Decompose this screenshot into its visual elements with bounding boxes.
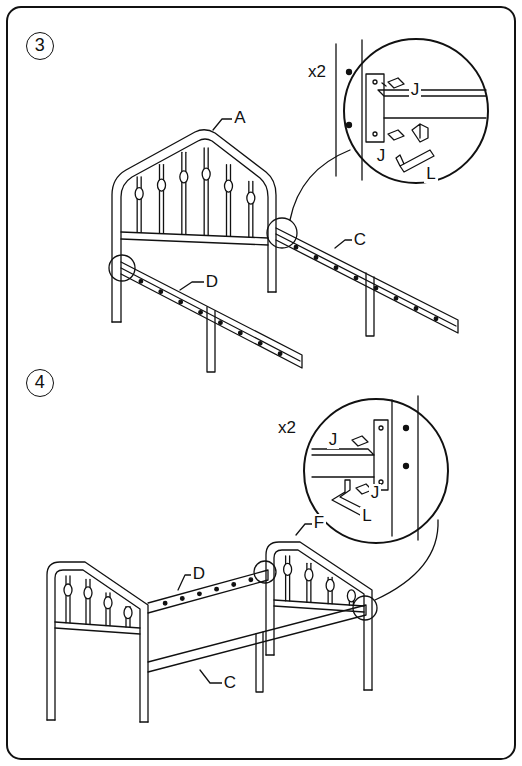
bracket-detail [312,396,418,540]
quantity-label: x2 [276,419,298,437]
quantity-label: x2 [306,63,328,81]
part-letter: D [204,273,220,291]
step-number: 3 [26,32,54,60]
detail-leader [290,150,350,220]
part-letter: J [375,147,388,165]
footboard [47,562,148,722]
detail-marker [109,255,135,281]
part-letter: A [232,109,247,127]
page-frame [7,7,515,759]
headboard-a [112,130,276,322]
part-letter: C [222,674,238,692]
leader-line [213,119,232,130]
part-letter: C [352,231,368,249]
part-letter: F [312,514,326,532]
leader-line [180,282,204,290]
detail-leader [375,520,438,600]
step-number-text: 4 [33,373,47,392]
step-number-text: 3 [33,36,47,55]
part-letter: D [191,565,207,583]
part-letter: J [327,431,340,449]
leader-line [200,670,222,683]
rail-c [276,228,458,336]
part-letter: J [369,484,382,502]
step-number: 4 [26,369,54,397]
part-letter: L [360,507,373,525]
rail-c [148,605,366,692]
rail-d [121,262,302,372]
leader-line [335,240,352,248]
part-letter: L [424,165,437,183]
bracket-detail [336,40,486,180]
detail-callout: x2JJL [343,38,489,184]
detail-marker [353,596,377,620]
detail-marker [267,218,297,248]
leader-line [296,524,312,535]
part-letter: J [409,81,422,99]
detail-marker [254,561,276,583]
rail-d [148,570,268,613]
